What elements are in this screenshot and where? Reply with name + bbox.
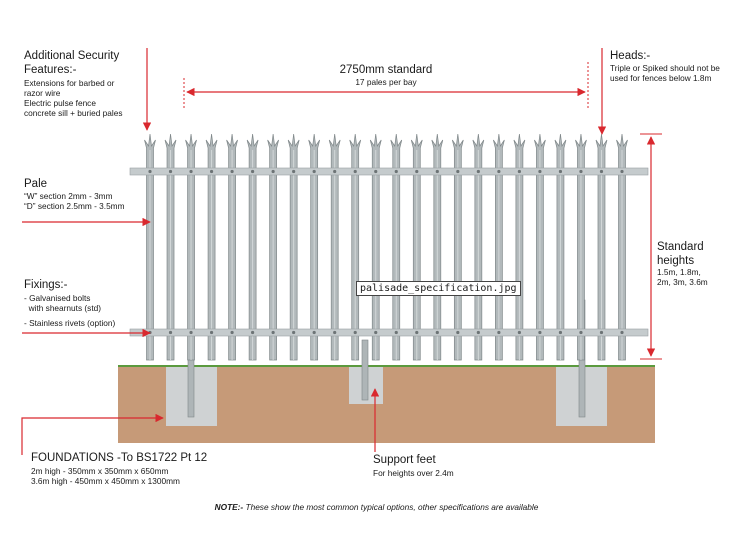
- heights-title: Standard heights: [657, 241, 704, 269]
- fixings-line: - Stainless rivets (option): [24, 317, 116, 328]
- bolt: [394, 169, 398, 174]
- bolt: [579, 330, 583, 335]
- security-line: Electric pulse fence: [24, 97, 96, 108]
- fixings-title: Fixings:-: [24, 279, 68, 291]
- rail-top: [129, 167, 649, 176]
- bolt: [353, 330, 357, 335]
- bolt: [497, 169, 501, 174]
- bolt: [292, 169, 296, 174]
- bolt: [312, 330, 316, 335]
- bolt: [292, 330, 296, 335]
- bolt: [415, 330, 419, 335]
- security-line: razor wire: [24, 87, 61, 98]
- bolt: [251, 169, 255, 174]
- bolt: [599, 169, 604, 174]
- heads-line: Triple or Spiked should not be: [610, 63, 720, 73]
- footnote-text: These show the most common typical optio…: [243, 502, 539, 512]
- foundations-line: 2m high - 350mm x 350mm x 650mm: [31, 466, 169, 476]
- bay-subtitle: 17 pales per bay: [355, 77, 417, 87]
- foundations-arrow: [21, 413, 164, 455]
- bolt: [312, 169, 316, 174]
- pale-details: “W” section 2mm - 3mm “D” section 2.5mm …: [24, 191, 125, 212]
- bolt: [476, 330, 480, 335]
- bolt: [620, 169, 624, 174]
- heights-line: 1.5m, 1.8m,: [657, 267, 701, 277]
- bolts-group: [148, 169, 624, 335]
- bolt: [579, 169, 583, 174]
- bolt: [148, 169, 152, 174]
- rail-bottom: [129, 328, 649, 337]
- support-foot: [361, 339, 369, 401]
- foundations-line: 3.6m high - 450mm x 450mm x 1300mm: [31, 475, 180, 486]
- bolt: [333, 169, 337, 174]
- bolt: [353, 169, 357, 174]
- pale-line: “D” section 2.5mm - 3.5mm: [24, 200, 125, 211]
- fixings-line: with shearnuts (std): [24, 302, 102, 313]
- bolt: [599, 330, 604, 335]
- bay-title: 2750mm standard: [339, 64, 433, 76]
- bolt: [476, 169, 480, 174]
- file-name-label: palisade_specification.jpg: [356, 281, 521, 296]
- bolt: [230, 169, 234, 174]
- fixings-line: - Galvanised bolts: [24, 293, 91, 303]
- bolt: [435, 330, 439, 335]
- bolt: [209, 330, 214, 335]
- bolt: [620, 330, 624, 335]
- heights-line: 2m, 3m, 3.6m: [657, 276, 708, 287]
- fixings-details: - Galvanised bolts with shearnuts (std) …: [24, 293, 116, 329]
- foundations-title: FOUNDATIONS -To BS1722 Pt 12: [31, 452, 208, 464]
- bolt: [558, 169, 563, 174]
- bolt: [456, 330, 460, 335]
- bolt: [517, 169, 521, 174]
- bolt: [538, 169, 542, 174]
- bolt: [558, 330, 563, 335]
- bolt: [497, 330, 501, 335]
- bolt: [456, 169, 460, 174]
- bolt: [374, 169, 378, 174]
- footnote-prefix: NOTE:-: [214, 502, 244, 512]
- security-title: Additional Security Features:-: [24, 50, 119, 78]
- security-line: Extensions for barbed or: [24, 78, 115, 88]
- bolt: [189, 330, 193, 335]
- bolt: [271, 330, 275, 335]
- bolt: [209, 169, 214, 174]
- heights-title-line2: heights: [657, 254, 695, 267]
- bolt: [189, 169, 193, 174]
- support-title: Support feet: [373, 454, 436, 466]
- security-line: concrete sill + buried pales: [24, 107, 123, 118]
- heads-title: Heads:-: [610, 50, 651, 62]
- heads-details: Triple or Spiked should not be used for …: [610, 63, 720, 84]
- bolt: [538, 330, 542, 335]
- bolt: [230, 330, 234, 335]
- footnote: NOTE:- These show the most common typica…: [0, 502, 753, 512]
- bolt: [271, 169, 275, 174]
- heights-details: 1.5m, 1.8m, 2m, 3m, 3.6m: [657, 267, 708, 288]
- security-details: Extensions for barbed or razor wire Elec…: [24, 78, 123, 119]
- bolt: [435, 169, 439, 174]
- bolt: [394, 330, 398, 335]
- security-title-line2: Features:-: [24, 63, 77, 76]
- bolt: [168, 169, 173, 174]
- pale-line: “W” section 2mm - 3mm: [24, 191, 113, 201]
- bolt: [415, 169, 419, 174]
- bolt: [517, 330, 521, 335]
- heads-line: used for fences below 1.8m: [610, 72, 712, 83]
- pale-title: Pale: [24, 178, 48, 190]
- pales-group: [144, 133, 628, 361]
- foundations-details: 2m high - 350mm x 350mm x 650mm 3.6m hig…: [31, 466, 180, 487]
- support-line: For heights over 2.4m: [373, 468, 454, 478]
- bolt: [251, 330, 255, 335]
- heights-title-line1: Standard: [657, 241, 704, 253]
- bolt: [168, 330, 173, 335]
- bolt: [374, 330, 378, 335]
- bolt: [333, 330, 337, 335]
- security-title-line1: Additional Security: [24, 50, 120, 62]
